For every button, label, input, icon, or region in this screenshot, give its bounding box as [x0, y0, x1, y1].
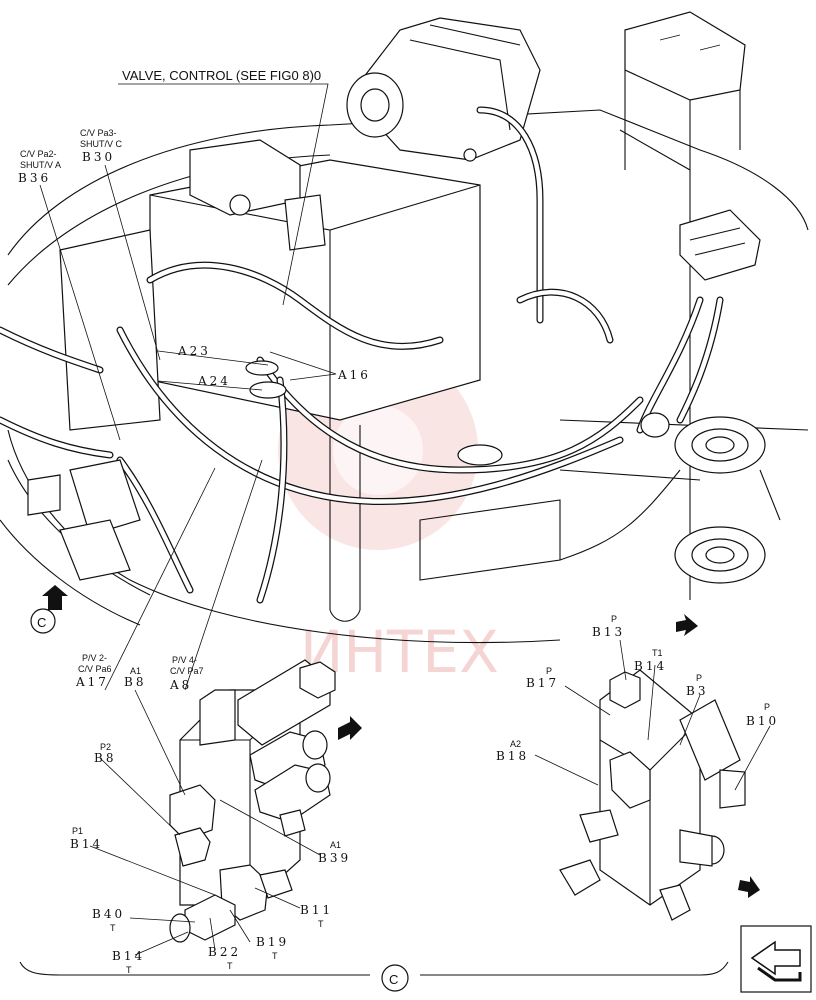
- flow-arrow-right-top: [676, 614, 698, 636]
- callout-pv4-label2: C/V Pa7: [170, 666, 204, 676]
- machine-frame: [0, 11, 809, 644]
- callout-b11: B11 T: [300, 903, 333, 929]
- callout-p-b3: P B3: [686, 673, 708, 698]
- electrical-connector: [679, 209, 761, 281]
- callout-p-b13-label: P: [611, 614, 617, 624]
- hose-bundles: [0, 106, 724, 604]
- callout-b40: B40 T: [92, 907, 125, 933]
- callout-p-b17-code: B17: [526, 676, 559, 690]
- section-bracket: C: [19, 961, 729, 992]
- callout-p-b10: P B10: [746, 702, 779, 728]
- callout-b11-sub: T: [318, 919, 324, 929]
- callout-a16: A16: [337, 368, 371, 382]
- hose-clamps: [245, 360, 670, 466]
- flow-arrow-mid: [338, 716, 362, 740]
- callout-p2-b8-code: B8: [94, 751, 116, 765]
- callout-p1-b14-label: P1: [72, 826, 83, 836]
- diagram-title: VALVE, CONTROL (SEE FIG0 8)0: [122, 68, 321, 83]
- callout-a2-b18: A2 B18: [496, 739, 529, 763]
- callout-b14-t-code: B14: [112, 949, 145, 963]
- callout-a23: A23: [177, 344, 211, 358]
- callout-cv-pa3-code: B30: [82, 150, 115, 164]
- pivot-bearings: [559, 416, 781, 584]
- control-valve-block: [59, 139, 561, 622]
- callout-a1-b8-code: B8: [124, 675, 146, 689]
- callout-a1-b39-label: A1: [330, 840, 341, 850]
- callout-b22-sub: T: [227, 961, 233, 971]
- callout-b14-t-sub: T: [126, 965, 132, 975]
- callout-a2-b18-label: A2: [510, 739, 521, 749]
- section-marker-bottom: C: [389, 972, 398, 987]
- callout-b19: B19 T: [256, 935, 289, 961]
- callout-cv-pa2-code: B36: [18, 171, 51, 185]
- callout-cv-pa2: C/V Pa2- SHUT/V A B36: [18, 149, 61, 185]
- callout-cv-pa3-label2: SHUT/V C: [80, 139, 123, 149]
- section-marker-left: C: [30, 608, 56, 634]
- callout-pv4-label1: P/V 4-: [172, 655, 197, 665]
- callout-t1-b14-code: B14: [634, 659, 667, 673]
- callout-a1-b8-label: A1: [130, 666, 141, 676]
- callout-p-b10-label: P: [764, 702, 770, 712]
- flow-arrow-right-bottom: [738, 876, 760, 898]
- callout-pv2-code: A17: [75, 675, 109, 689]
- callout-p-b3-label: P: [696, 673, 702, 683]
- detail-valve-left: [169, 659, 336, 943]
- callout-b14-t: B14 T: [112, 949, 145, 975]
- leader-lines: [39, 83, 771, 956]
- callout-cv-pa2-label1: C/V Pa2-: [20, 149, 57, 159]
- callout-p-b13-code: B13: [592, 625, 625, 639]
- callout-t1-b14: T1 B14: [634, 648, 667, 673]
- callout-p-b10-code: B10: [746, 714, 779, 728]
- callout-b22-code: B22: [208, 945, 241, 959]
- callout-pv4: P/V 4- C/V Pa7 A8: [169, 655, 204, 692]
- callout-a1-b39-code: B39: [318, 851, 351, 865]
- callout-p2-b8: P2 B8: [94, 742, 116, 765]
- callout-b40-code: B40: [92, 907, 125, 921]
- callout-pv4-code: A8: [169, 678, 192, 692]
- callout-a2-b18-code: B18: [496, 749, 529, 763]
- callout-p1-b14: P1 B14: [70, 826, 103, 851]
- callout-cv-pa3-label1: C/V Pa3-: [80, 128, 117, 138]
- callout-p-b17: P B17: [526, 666, 559, 690]
- callout-b19-sub: T: [272, 951, 278, 961]
- callout-b19-code: B19: [256, 935, 289, 949]
- callout-p-b17-label: P: [546, 666, 552, 676]
- callout-cv-pa3: C/V Pa3- SHUT/V C B30: [80, 128, 123, 164]
- callout-a1-b8: A1 B8: [124, 666, 146, 689]
- callout-a24: A24: [197, 374, 231, 388]
- callout-b11-code: B11: [300, 903, 333, 917]
- callout-p1-b14-code: B14: [70, 837, 103, 851]
- callout-p-b3-code: B3: [686, 684, 708, 698]
- callout-p-b13: P B13: [592, 614, 625, 639]
- callout-b22: B22 T: [208, 945, 241, 971]
- back-arrow-icon[interactable]: [740, 925, 812, 993]
- callout-pv2: P/V 2- C/V Pa6 A17: [75, 653, 112, 689]
- callout-a1-b39: A1 B39: [318, 840, 351, 865]
- callout-pv2-label2: C/V Pa6: [78, 664, 112, 674]
- callout-pv2-label1: P/V 2-: [82, 653, 107, 663]
- callout-b40-sub: T: [110, 923, 116, 933]
- detail-valve-right: [559, 669, 746, 921]
- hydraulic-pump: [346, 17, 541, 162]
- callout-t1-b14-label: T1: [652, 648, 663, 658]
- left-fittings: [27, 459, 141, 581]
- callout-p2-b8-label: P2: [100, 742, 111, 752]
- callout-cv-pa2-label2: SHUT/V A: [20, 160, 61, 170]
- flow-arrow-left: [42, 585, 68, 610]
- section-marker-left-text: C: [37, 615, 46, 630]
